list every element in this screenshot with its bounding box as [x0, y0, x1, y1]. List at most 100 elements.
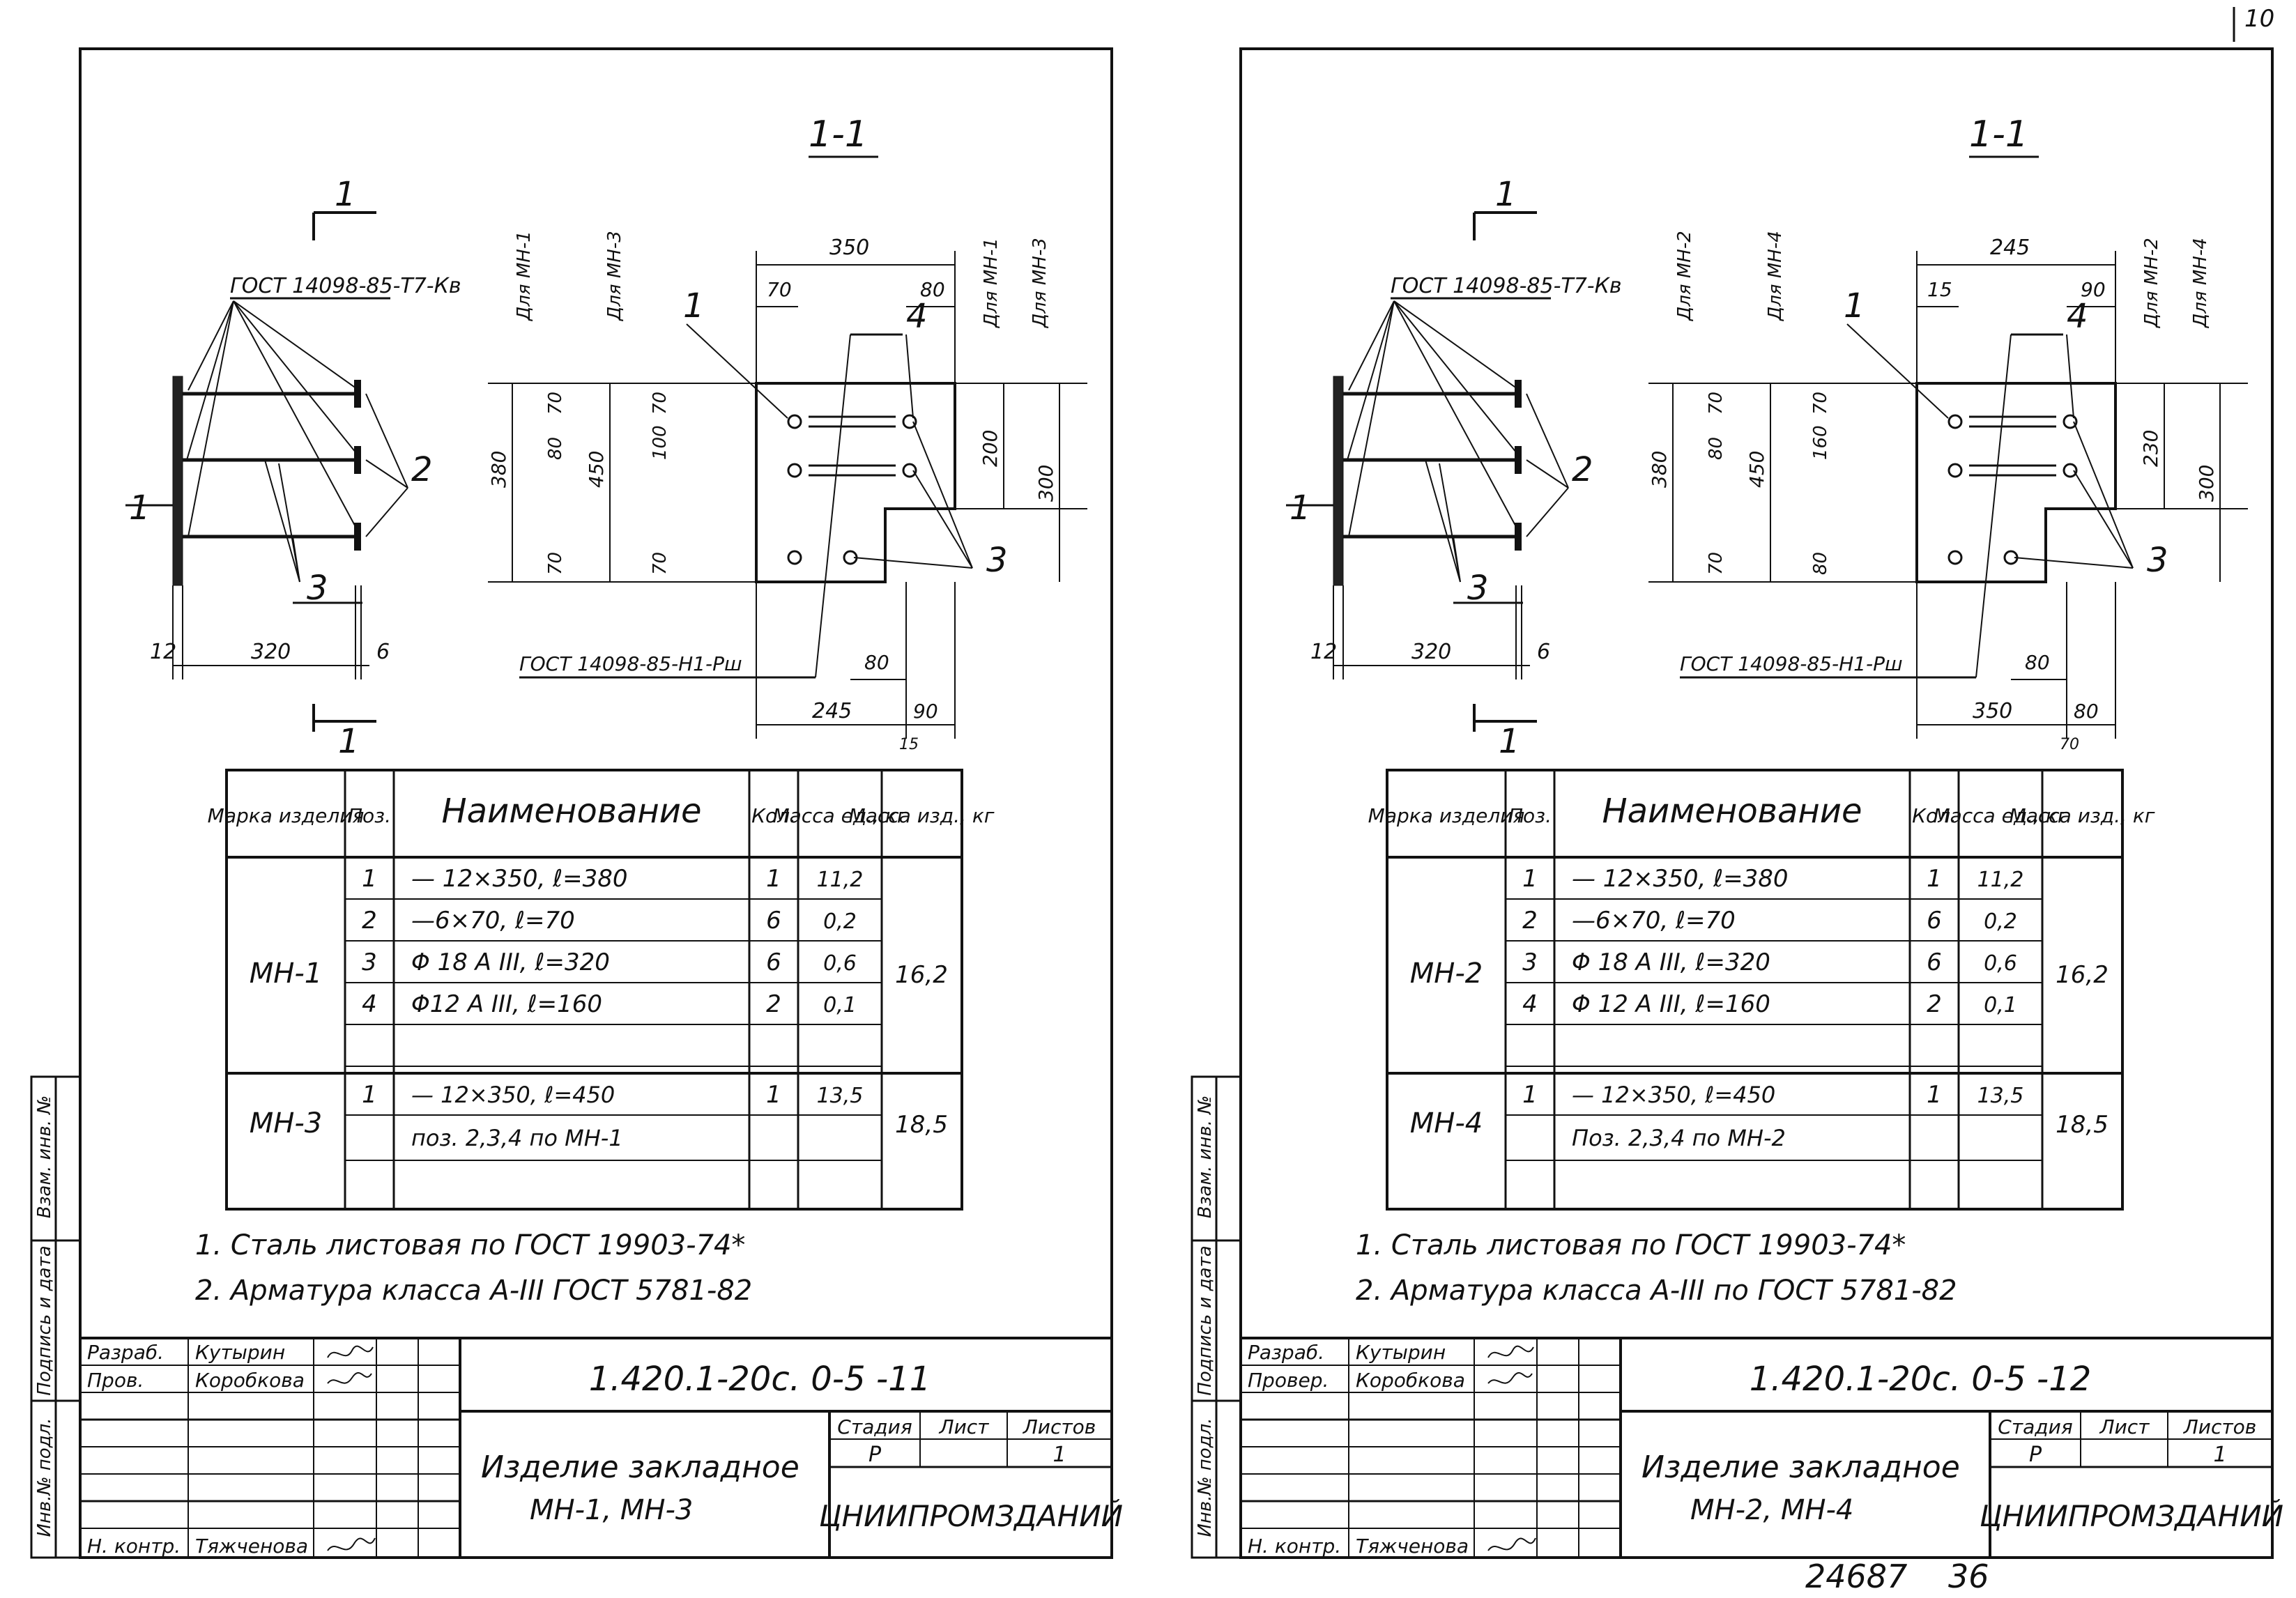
note-line: 2. Арматура класса А-III по ГОСТ 5781-82 [1356, 1275, 1957, 1307]
leader-line [1348, 300, 1395, 537]
table-cell-qty: 1 [1927, 865, 1942, 893]
spec-table [1386, 769, 2124, 1211]
position-label: 1 [129, 489, 151, 528]
leader-line [365, 393, 408, 489]
sheet-frame [79, 47, 1113, 1559]
dimension-value: 12 [1310, 640, 1337, 664]
table-cell-qty: 1 [766, 1081, 781, 1109]
leader-line [815, 334, 851, 678]
table-header: Кол. [1912, 804, 1957, 827]
stamp-name: Кутырин [195, 1341, 285, 1364]
table-header: Масса ед., кг [772, 804, 907, 827]
dimension-value: 80 [920, 278, 945, 301]
side-label: Взам. инв. № [34, 1096, 55, 1219]
sheet-frame [1239, 47, 2274, 1559]
leader-line [187, 300, 234, 537]
stamp-col-header: Стадия [837, 1415, 912, 1438]
stud-hole [787, 463, 802, 478]
table-cell-unit: 13,5 [1977, 1084, 2024, 1108]
stamp-title: Изделие закладное [481, 1450, 799, 1485]
table-cell-name: Φ 18 А III, ℓ=320 [1572, 948, 1770, 976]
stamp-role: Н. контр. [87, 1535, 181, 1558]
table-cell-pos: 1 [362, 1081, 377, 1109]
position-label: 2 [411, 450, 433, 489]
leader-line [365, 487, 408, 537]
group-label: Для МН-2 [2141, 238, 2162, 328]
table-header: Марка изделия [1368, 804, 1525, 827]
table-cell-unit: 0,2 [823, 909, 857, 934]
archive-number: 24687 [1805, 1558, 1907, 1595]
cut-label: 1 [338, 722, 360, 761]
dimension-value: 70 [767, 278, 792, 301]
leader-line [1526, 393, 1569, 489]
leader-line [1348, 300, 1395, 391]
dimension-value: 15 [1927, 278, 1952, 301]
table-cell-qty: 6 [1927, 948, 1942, 976]
table-cell-qty: 6 [766, 948, 781, 976]
table-cell-mark: МН-1 [250, 958, 322, 990]
table-cell-unit: 13,5 [817, 1084, 864, 1108]
stamp-role: Разраб. [87, 1341, 164, 1364]
table-header: Кол. [751, 804, 796, 827]
table-cell-pos: 3 [362, 948, 377, 976]
stamp-col-header: Лист [2099, 1415, 2150, 1438]
stamp-organization: ЦНИИПРОМЗДАНИЙ [1980, 1498, 2283, 1533]
dimension-value: 70 [1810, 392, 1831, 415]
dimension-value: 230 [2139, 430, 2162, 467]
table-cell-pos: 4 [1522, 990, 1538, 1018]
anchor-head [354, 446, 361, 474]
group-label: Для МН-4 [2190, 238, 2211, 328]
table-header: Масса изд., кг [2010, 804, 2155, 827]
table-cell-name: Φ12 А III, ℓ=160 [411, 990, 602, 1018]
table-cell-qty: 1 [766, 865, 781, 893]
dimension-value: 350 [1973, 699, 2012, 723]
dimension-value: 380 [487, 451, 510, 488]
side-label: Взам. инв. № [1195, 1096, 1216, 1219]
leader-line [264, 459, 300, 583]
gost-callout-top: ГОСТ 14098-85-Т7-Кв [1391, 274, 1622, 298]
gost-callout-bottom: ГОСТ 14098-85-Н1-Рш [1680, 652, 1903, 675]
signature-scribble [1487, 1537, 1536, 1551]
stud-hole [787, 414, 802, 429]
stamp-sheets-count: 1 [2213, 1443, 2226, 1467]
anchor-head [1515, 446, 1522, 474]
dimension-value: 6 [376, 640, 390, 664]
leader-line [1975, 334, 2012, 678]
stamp-col-header: Лист [939, 1415, 990, 1438]
table-cell-unit: 0,1 [823, 993, 857, 1017]
side-label: Подпись и дата [1195, 1245, 1216, 1395]
dimension-value: 70 [1706, 552, 1727, 575]
stamp-name: Тяжченова [195, 1535, 308, 1558]
cut-label: 1 [1499, 722, 1520, 761]
stamp-name: Коробкова [1356, 1369, 1465, 1392]
dimension-value: 320 [1411, 640, 1451, 664]
dimension-value: 90 [913, 700, 938, 723]
leader-line [186, 300, 234, 461]
dimension-value: 70 [545, 392, 566, 415]
stud-hole [1947, 463, 1963, 478]
table-cell-mass: 18,5 [2056, 1111, 2109, 1139]
stamp-sheets-count: 1 [1053, 1443, 1066, 1467]
leader-line [365, 459, 408, 489]
table-cell-name: — 12×350, ℓ=380 [1572, 865, 1789, 893]
dimension-value: 70 [2060, 736, 2079, 753]
stamp-stage: Р [868, 1443, 882, 1467]
stamp-title: МН-1, МН-3 [530, 1494, 693, 1526]
stamp-name: Тяжченова [1356, 1535, 1469, 1558]
embedded-plate [172, 376, 183, 586]
table-cell-unit: 11,2 [1977, 868, 2024, 892]
stud-hole [787, 550, 802, 565]
table-cell-name: — 12×350, ℓ=450 [1572, 1082, 1775, 1108]
anchor-head [354, 523, 361, 551]
stud-hole [2062, 463, 2078, 478]
dimension-value: 100 [650, 425, 671, 460]
note-line: 1. Сталь листовая по ГОСТ 19903-74* [195, 1229, 745, 1261]
table-cell-name: —6×70, ℓ=70 [411, 907, 575, 935]
position-label: 3 [2147, 541, 2168, 580]
side-label: Подпись и дата [34, 1245, 55, 1395]
table-cell-qty: 2 [1927, 990, 1942, 1018]
stamp-stage: Р [2029, 1443, 2042, 1467]
stamp-name: Кутырин [1356, 1341, 1446, 1364]
